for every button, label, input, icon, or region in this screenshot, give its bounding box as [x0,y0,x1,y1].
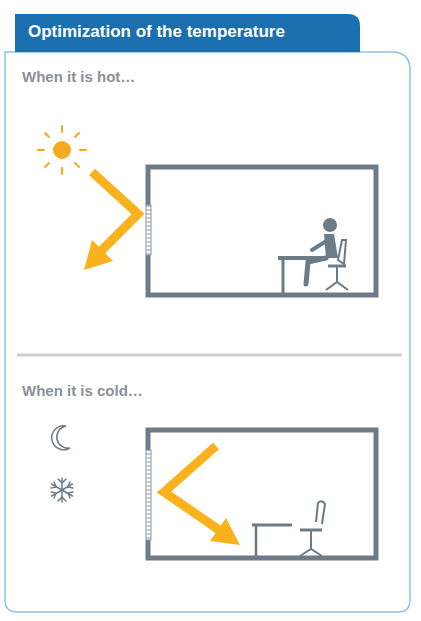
panel-title: Optimization of the temperature [28,22,285,42]
section-heading: When it is hot… [22,68,135,85]
section-heading: When it is cold… [22,382,143,399]
title-tab [15,14,360,52]
sun-icon [38,126,86,174]
empty-desk [252,501,325,556]
divider [17,354,402,357]
window-blind [146,450,151,540]
reflected-sun-arrow [84,172,138,270]
window-blind [146,205,151,255]
moon-icon [52,426,70,450]
person-at-desk [278,218,348,293]
room-wall [148,167,376,295]
snowflake-icon [51,478,73,502]
panel-border [5,52,410,612]
room-wall [148,430,376,558]
reflected-heat-arrow [164,446,240,545]
